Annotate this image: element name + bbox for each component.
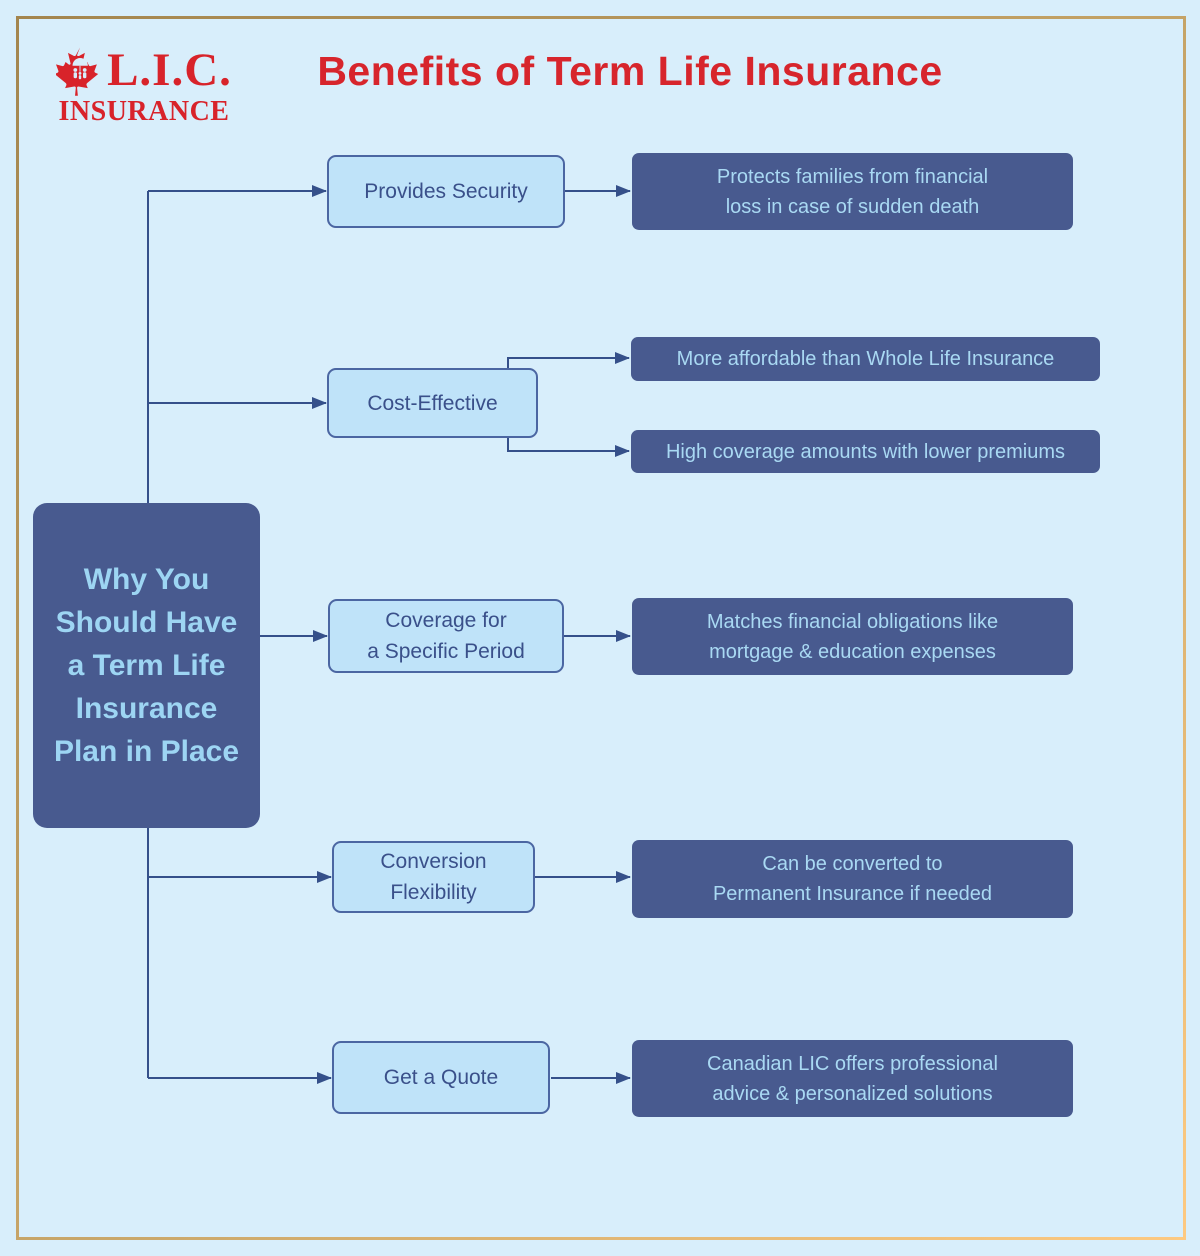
benefit-box-more-affordable: More affordable than Whole Life Insuranc… — [631, 337, 1100, 381]
maple-leaf-family-icon — [56, 47, 99, 96]
topic-box-conversion-flexibility: Conversion Flexibility — [332, 841, 535, 913]
logo-name: INSURANCE — [58, 96, 230, 127]
logo-acronym: L.I.C. — [107, 43, 232, 96]
page-title: Benefits of Term Life Insurance — [317, 48, 943, 94]
topic-box-provides-security: Provides Security — [327, 155, 565, 228]
root-box: Why You Should Have a Term Life Insuranc… — [33, 503, 260, 828]
benefit-box-can-be-converted: Can be converted to Permanent Insurance … — [632, 840, 1073, 918]
benefit-box-high-coverage: High coverage amounts with lower premium… — [631, 430, 1100, 473]
lic-logo: L.I.C. INSURANCE — [56, 44, 232, 126]
topic-box-coverage-period: Coverage for a Specific Period — [328, 599, 564, 673]
topic-box-get-a-quote: Get a Quote — [332, 1041, 550, 1114]
arrow-cost-to-affordable — [507, 352, 630, 368]
topic-box-cost-effective: Cost-Effective — [327, 368, 538, 438]
benefit-box-protects-families: Protects families from financial loss in… — [632, 153, 1073, 230]
benefit-box-matches-obligations: Matches financial obligations like mortg… — [632, 598, 1073, 675]
arrow-cost-to-coverage-amt — [507, 438, 630, 457]
benefit-box-canadian-lic: Canadian LIC offers professional advice … — [632, 1040, 1073, 1117]
